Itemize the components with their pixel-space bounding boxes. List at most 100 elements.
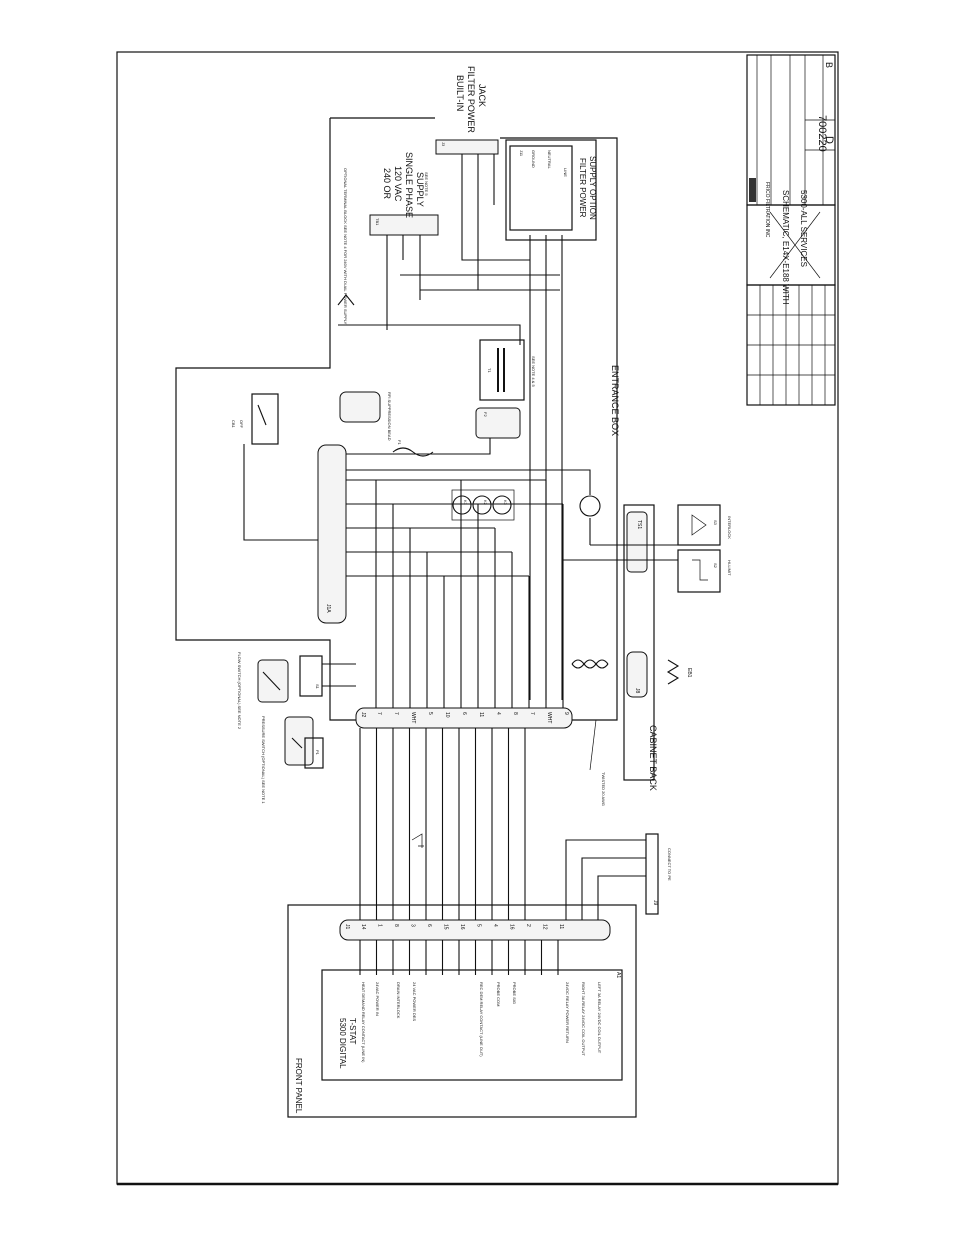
j1-pin-12: 11	[558, 924, 564, 929]
interlock-label: INTERLOCK	[727, 516, 732, 539]
svg-text:A1: A1	[615, 972, 621, 978]
terminal-strip-j1a: J1A	[317, 444, 347, 624]
thermostat-ts1	[626, 511, 648, 573]
transformer-t1: T1 SEE NOTE 4 & 5	[479, 339, 536, 401]
drawing-revision: B	[824, 62, 834, 68]
svg-text:S1: S1	[315, 684, 320, 690]
j2-pin-0: 7	[376, 712, 382, 715]
circuit-breaker-cb1: CB1 OFF	[231, 393, 318, 541]
cabinet-back-title: CABINET BACK	[648, 725, 658, 791]
signal-label-7: 24VDC RELAY POWER RETURN	[565, 982, 570, 1043]
j2-pin-11: 9	[563, 712, 569, 715]
flow-switch: FLOW SWITCH (OPTIONAL) SEE NOTE 2 S1	[237, 652, 356, 730]
supply-line-4: SUPPLY	[415, 172, 425, 207]
j2-pin-8: 8	[512, 712, 518, 715]
j1-pin-11: 12	[542, 924, 548, 930]
twisted-pair-label: TWISTED 20 AWG	[601, 772, 606, 806]
front-panel: FRONT PANEL 5300 DIGITAL T-STAT A1 HEAT …	[287, 904, 637, 1118]
svg-text:J9: J9	[652, 900, 658, 906]
option-title-2: SUPPLY OPTION	[588, 156, 597, 220]
j2-pin-2: WHT	[410, 712, 416, 723]
terminal-neutral: NEUTRAL	[547, 150, 552, 169]
front-panel-signal-labels: HEAT DEMAND RELAY CONTACT (LINE IN) 24VAC…	[361, 982, 602, 1063]
j2-pin-6: 11	[478, 712, 484, 717]
pressure-switch: PRESSURE SWITCH (OPTIONAL) SEE NOTE 1 P1	[261, 716, 324, 804]
controller-title-1: 5300 DIGITAL	[338, 1018, 347, 1069]
supply-line-1: 240 OR	[382, 168, 392, 200]
svg-text:CB1: CB1	[231, 420, 236, 429]
j2-pin-3: 5	[427, 712, 433, 715]
contactor-k1-label: K1	[463, 500, 468, 506]
signal-label-0: HEAT DEMAND RELAY CONTACT (LINE IN)	[361, 982, 366, 1063]
built-in-filter-jack: BUILT-IN FILTER POWER JACK J3	[435, 66, 499, 155]
front-panel-title: FRONT PANEL	[294, 1058, 303, 1114]
svg-text:TB1: TB1	[375, 218, 380, 226]
j1-pin-1: 1	[377, 924, 383, 927]
svg-text:J11: J11	[519, 150, 524, 157]
entrance-box: ENTRANCE BOX	[175, 117, 620, 721]
flow-switch-label: FLOW SWITCH (OPTIONAL) SEE NOTE 2	[237, 652, 242, 730]
cabinet-back: CABINET BACK J8 EB1 TS1	[623, 504, 692, 791]
element-ref: EB1	[686, 668, 692, 678]
j1-pin-7: 5	[476, 924, 482, 927]
jack-title-2: FILTER POWER	[466, 66, 476, 133]
j1-pin-8: 4	[492, 924, 498, 927]
svg-text:F2: F2	[483, 412, 488, 417]
company-logo	[749, 178, 756, 202]
title-line-2: 5300-ALL SERVICES	[799, 190, 808, 267]
j2-pin-1: 7	[393, 712, 399, 715]
controller-title-2: T-STAT	[348, 1018, 357, 1044]
supply-terminal-block: TB1 240 OR 120 VAC SINGLE PHASE SUPPLY S…	[337, 152, 439, 325]
connector-j9: J9 CONNECT TO PE	[565, 833, 672, 920]
filter-power-option: J11 GROUND NEUTRAL LINE FILTER POWER SUP…	[505, 139, 597, 241]
jack-title-3: JACK	[477, 84, 487, 107]
title-block: FRICO FILTRATION INC SCHEMATIC, E14X-E18…	[746, 54, 836, 406]
svg-text:TS1: TS1	[636, 520, 642, 529]
relay-f2-box: F2	[475, 407, 521, 439]
interlock-switch: INTERLOCK S3	[677, 504, 732, 546]
controller-board	[321, 969, 623, 1081]
svg-text:P1: P1	[315, 750, 320, 756]
rfi-suppression: RFI SUPPRESSION BEAD	[339, 391, 392, 441]
svg-text:S2: S2	[713, 563, 718, 569]
title-company: FRICO FILTRATION INC	[764, 182, 770, 238]
j2-pin-4: 10	[444, 712, 450, 718]
signal-label-5: PROBE COM	[496, 982, 501, 1006]
signal-label-9: LEFT 3A RELAY 24VDC COIL OUTPUT	[597, 982, 602, 1054]
j2-pin-7: 4	[495, 712, 501, 715]
pilot-lamp	[579, 495, 601, 517]
contactor-k1	[452, 495, 472, 515]
rfi-label: RFI SUPPRESSION BEAD	[387, 392, 392, 441]
svg-text:J8: J8	[634, 688, 640, 694]
ground-note: SEE NOTE 4 & 5	[531, 356, 536, 387]
signal-label-2: DRAIN INTERLOCK	[396, 982, 401, 1019]
drawing-size: D	[823, 136, 835, 144]
fuse-f1: F1	[392, 440, 434, 457]
j1-pin-0: 14	[360, 924, 366, 930]
signal-label-3: 24 VAC POWER DES	[412, 982, 417, 1021]
hi-limit-switch: HI-LIMIT S2	[677, 549, 732, 593]
signal-label-1: 24VAC POWER IN	[375, 982, 380, 1016]
terminal-ground: GROUND	[531, 150, 536, 168]
svg-text:OFF: OFF	[239, 420, 244, 429]
hi-limit-label: HI-LIMIT	[727, 560, 732, 576]
signal-label-8: RIGHT 3A RELAY 24VDC COIL OUTPUT	[581, 982, 586, 1056]
signal-label-4: REC DEM RELAY CONTACT (LINE OUT)	[479, 982, 484, 1057]
j1-pin-3: 3	[410, 924, 416, 927]
signal-label-6: PROBE SIG	[512, 982, 517, 1004]
element-jack-j8	[626, 651, 648, 698]
j1-pin-2: 8	[393, 924, 399, 927]
contactor-k2-label: K2	[483, 500, 488, 506]
terminal-block-note: OPTIONAL TERMINAL BLOCK SEE NOTE 4 FOR 2…	[343, 168, 348, 325]
supply-line-3: SINGLE PHASE	[404, 152, 414, 218]
j2-pin-5: 6	[461, 712, 467, 715]
svg-text:J2: J2	[360, 712, 366, 718]
contactor-k3	[492, 495, 512, 515]
connect-pe-label: CONNECT TO PE	[667, 848, 672, 881]
supply-note: SEE NOTE 5	[424, 172, 429, 196]
